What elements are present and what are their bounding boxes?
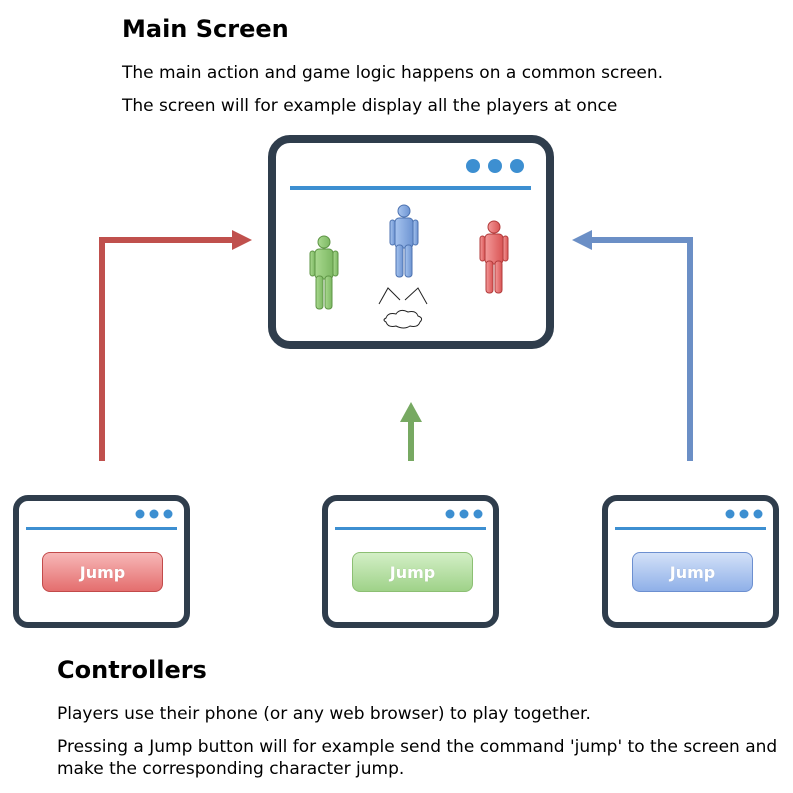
controllers-desc-2: Pressing a Jump button will for example … [57,737,778,779]
window-dots-icon [466,159,524,173]
main-screen-desc-1: The main action and game logic happens o… [122,63,664,83]
controllers-title: Controllers [57,656,207,684]
main-screen-desc-2: The screen will for example display all … [122,96,618,116]
main-screen-window [268,135,554,349]
main-screen-title: Main Screen [122,15,289,43]
jump-button-green[interactable]: Jump [352,552,473,592]
jump-button-red[interactable]: Jump [42,552,163,592]
jump-button-blue[interactable]: Jump [632,552,753,592]
controllers-desc-1: Players use their phone (or any web brow… [57,704,591,724]
player-green-icon [309,235,339,310]
arrow-blue-icon [572,230,693,461]
player-blue-icon [389,204,419,278]
arrow-green-icon [400,402,422,461]
arrow-red-icon [99,230,252,461]
window-header-line [290,186,531,190]
jump-lines-icon [378,287,428,329]
player-red-icon [479,220,509,294]
